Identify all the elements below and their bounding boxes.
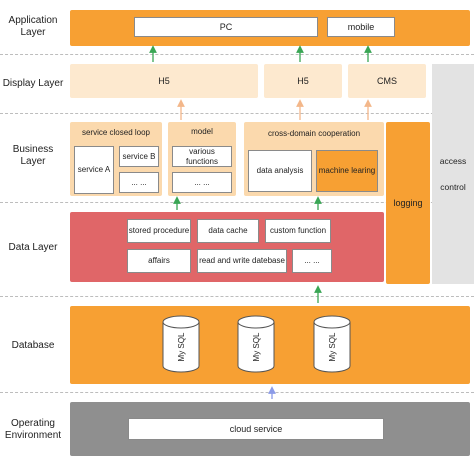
access-control-label: access control	[439, 156, 467, 192]
mysql-cylinder-2	[237, 315, 275, 373]
cms-box: CMS	[348, 64, 426, 98]
various-functions-box: various functions	[172, 146, 232, 167]
cross-domain-title: cross-domain cooperation	[267, 129, 361, 138]
logging-column: logging	[386, 122, 430, 284]
read-write-database-box: read and write datebase	[197, 249, 287, 273]
h5-box-left: H5	[70, 64, 258, 98]
layer-label-operating: Operating Environment	[4, 418, 62, 441]
mysql-cylinder-3	[313, 315, 351, 373]
layer-divider	[0, 202, 474, 203]
cloud-service-box: cloud service	[128, 418, 384, 440]
logging-label: logging	[393, 198, 423, 208]
h5-box-right: H5	[264, 64, 342, 98]
layer-divider	[0, 113, 474, 114]
service-more-box: ... ...	[119, 172, 159, 193]
layer-label-application: Application Layer	[8, 15, 58, 38]
layer-divider	[0, 296, 474, 297]
model-title: model	[191, 127, 213, 136]
model-more-box: ... ...	[172, 172, 232, 193]
service-b-box: service B	[119, 146, 159, 167]
affairs-box: affairs	[127, 249, 191, 273]
layer-label-database: Database	[11, 340, 55, 351]
pc-box: PC	[134, 17, 318, 37]
data-cache-box: data cache	[197, 219, 259, 243]
mysql-label-2: My SQL	[252, 332, 261, 361]
mysql-cylinder-1	[162, 315, 200, 373]
data-analysis-box: data analysis	[248, 150, 312, 192]
mobile-box: mobile	[327, 17, 395, 37]
service-a-box: service A	[74, 146, 114, 194]
mysql-label-1: My SQL	[177, 332, 186, 361]
layer-label-business: Business Layer	[12, 144, 54, 167]
layer-label-data: Data Layer	[8, 242, 58, 253]
access-control-column: access control	[432, 64, 474, 284]
stored-procedure-box: stored procedure	[127, 219, 191, 243]
layer-divider	[0, 392, 474, 393]
mysql-label-3: My SQL	[328, 332, 337, 361]
layer-label-display: Display Layer	[2, 78, 64, 89]
data-more-box: ... ...	[292, 249, 332, 273]
service-closed-loop-title: service closed loop	[81, 128, 151, 137]
custom-function-box: custom function	[265, 219, 331, 243]
machine-learning-box: machine learing	[316, 150, 378, 192]
layer-divider	[0, 54, 474, 55]
